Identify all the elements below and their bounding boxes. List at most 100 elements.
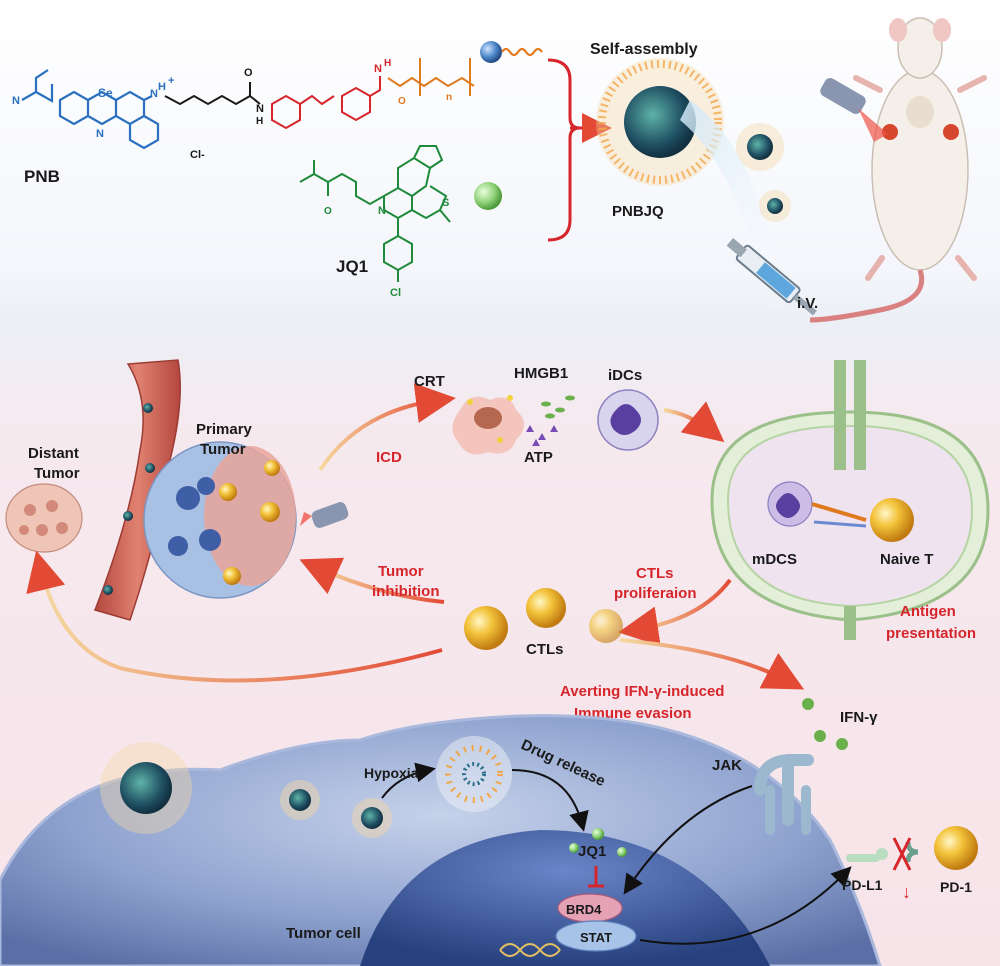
- pnbjq-label: PNBJQ: [612, 203, 664, 220]
- brd4-stat-complex: [555, 893, 637, 952]
- internalized-nanoparticle-icon: [352, 798, 392, 838]
- primary-tumor-icon: [143, 441, 297, 599]
- azobenzene-unit: [271, 76, 381, 130]
- se-atom-label: Se: [98, 86, 113, 100]
- combine-bracket: [547, 58, 581, 242]
- mdcs-label: mDCS: [752, 551, 797, 568]
- distant-tumor-icon: [5, 483, 83, 553]
- peg-linker: [387, 58, 475, 96]
- icd-label: ICD: [376, 449, 402, 466]
- naive-t-label: Naive T: [880, 551, 933, 568]
- jq1-o-label: O: [324, 206, 332, 217]
- block-x-icon: [892, 837, 912, 871]
- jq1-s-label: S: [442, 197, 449, 209]
- hmgb1-label: HMGB1: [514, 365, 568, 382]
- jq1-n-label: N: [378, 205, 386, 217]
- n-amine-label: N: [12, 95, 20, 107]
- tumor-inhibition-line2: inhibition: [372, 583, 439, 600]
- ctls-prolif-line1: CTLs: [636, 565, 674, 582]
- free-nanoparticle-icon: [100, 742, 192, 834]
- jq1-ball-icon: [474, 182, 502, 210]
- chloride-label: Cl-: [190, 149, 205, 161]
- self-assembly-label: Self-assembly: [590, 41, 698, 58]
- distant-tumor-arrow: [26, 550, 443, 683]
- pd-1-icon: [905, 826, 978, 870]
- carbonyl-o-label: O: [244, 67, 253, 79]
- ctls-label: CTLs: [526, 641, 564, 658]
- idcs-label: iDCs: [608, 367, 642, 384]
- hypoxia-arrow: [381, 762, 436, 799]
- n-iminium-label: N: [150, 88, 158, 100]
- pnb-ball-tail: [501, 47, 543, 57]
- n-atom-label: N: [96, 128, 104, 140]
- pnbjq-nanoparticle-icon: [596, 58, 724, 186]
- carbamate-n-label: N: [374, 63, 382, 75]
- distant-label-line2: Tumor: [34, 465, 80, 482]
- peg-n-label: n: [446, 92, 452, 103]
- jq1-molecules-icon: [569, 828, 627, 857]
- jq1-label: JQ1: [336, 257, 368, 276]
- ifn-gamma-icon: [802, 698, 848, 750]
- syringe-icon: [726, 238, 817, 316]
- tumor-inhibition-arrow: [299, 557, 445, 604]
- ifn-gamma-label: IFN-γ: [840, 709, 878, 726]
- vessel-nanoparticles: [103, 403, 155, 595]
- iv-label: i.V.: [797, 295, 818, 312]
- nh-plus-h-label: H: [158, 81, 166, 93]
- icd-arrow: [318, 383, 456, 472]
- pnb-label: PNB: [24, 167, 60, 186]
- hmgb1-icon: [541, 395, 575, 419]
- antigen-label-line1: Antigen: [900, 603, 956, 620]
- amide-n-label: N: [256, 103, 264, 115]
- drug-release-arrow: [511, 769, 589, 832]
- lymph-node-icon: [710, 360, 990, 640]
- tumor-inhibition-line1: Tumor: [378, 563, 424, 580]
- amide-h-label: H: [256, 116, 263, 127]
- jq1-structure: [299, 145, 451, 282]
- alkyl-linker: [164, 82, 261, 106]
- small-nanoparticle-icon: [736, 123, 784, 171]
- pd-1-label: PD-1: [940, 879, 972, 895]
- nh-plus-sign: +: [168, 75, 174, 87]
- stat-to-pdl1-arrow: [639, 866, 852, 945]
- ctl-cells-icon: [464, 588, 623, 650]
- dna-helix-icon: [499, 943, 561, 957]
- disassembled-nanoparticle-icon: [436, 736, 512, 812]
- laser-icon: [820, 78, 888, 142]
- small-nanoparticle-icon-2: [759, 190, 791, 222]
- jq1-bottom-label: JQ1: [578, 843, 606, 860]
- stat-label: STAT: [580, 930, 612, 945]
- atp-label: ATP: [524, 449, 553, 466]
- jq1-inhibition-line: [588, 866, 604, 888]
- primary-label-line2: Tumor: [200, 441, 246, 458]
- jak-to-nucleus-arrow: [623, 785, 753, 895]
- nucleus: [360, 830, 770, 966]
- dying-cell-icon: [452, 395, 524, 455]
- peg-o-label: O: [398, 96, 406, 107]
- carbamate-h-label: H: [384, 58, 391, 69]
- ctl-proliferation-arrow: [618, 578, 732, 647]
- idc-to-lymph-arrow: [663, 401, 725, 443]
- jak-label: JAK: [712, 757, 742, 774]
- ctl-to-ifn-arrow: [619, 638, 805, 690]
- hypoxia-label: Hypoxia: [364, 765, 419, 781]
- brd4-label: BRD4: [566, 902, 602, 917]
- distant-label-line1: Distant: [28, 445, 79, 462]
- averting-line1: Averting IFN-γ-induced: [560, 683, 724, 700]
- jq1-cl-label: Cl: [390, 287, 401, 299]
- pd-l1-icon: [846, 848, 888, 862]
- tumor-laser-icon: [300, 502, 349, 528]
- ctls-prolif-line2: proliferaion: [614, 585, 697, 602]
- tumor-cell-label: Tumor cell: [286, 925, 361, 942]
- jak-receptor-icon: [754, 754, 814, 835]
- pd-l1-label: PD-L1: [842, 877, 883, 893]
- pd-l1-down-arrow: ↓: [902, 882, 911, 902]
- antigen-label-line2: presentation: [886, 625, 976, 642]
- atp-icon: [526, 425, 558, 446]
- blood-vessel: [94, 359, 181, 621]
- endocytosing-nanoparticle-icon: [280, 780, 320, 820]
- idc-cell-icon: [597, 389, 659, 451]
- pnb-structure: [21, 69, 160, 150]
